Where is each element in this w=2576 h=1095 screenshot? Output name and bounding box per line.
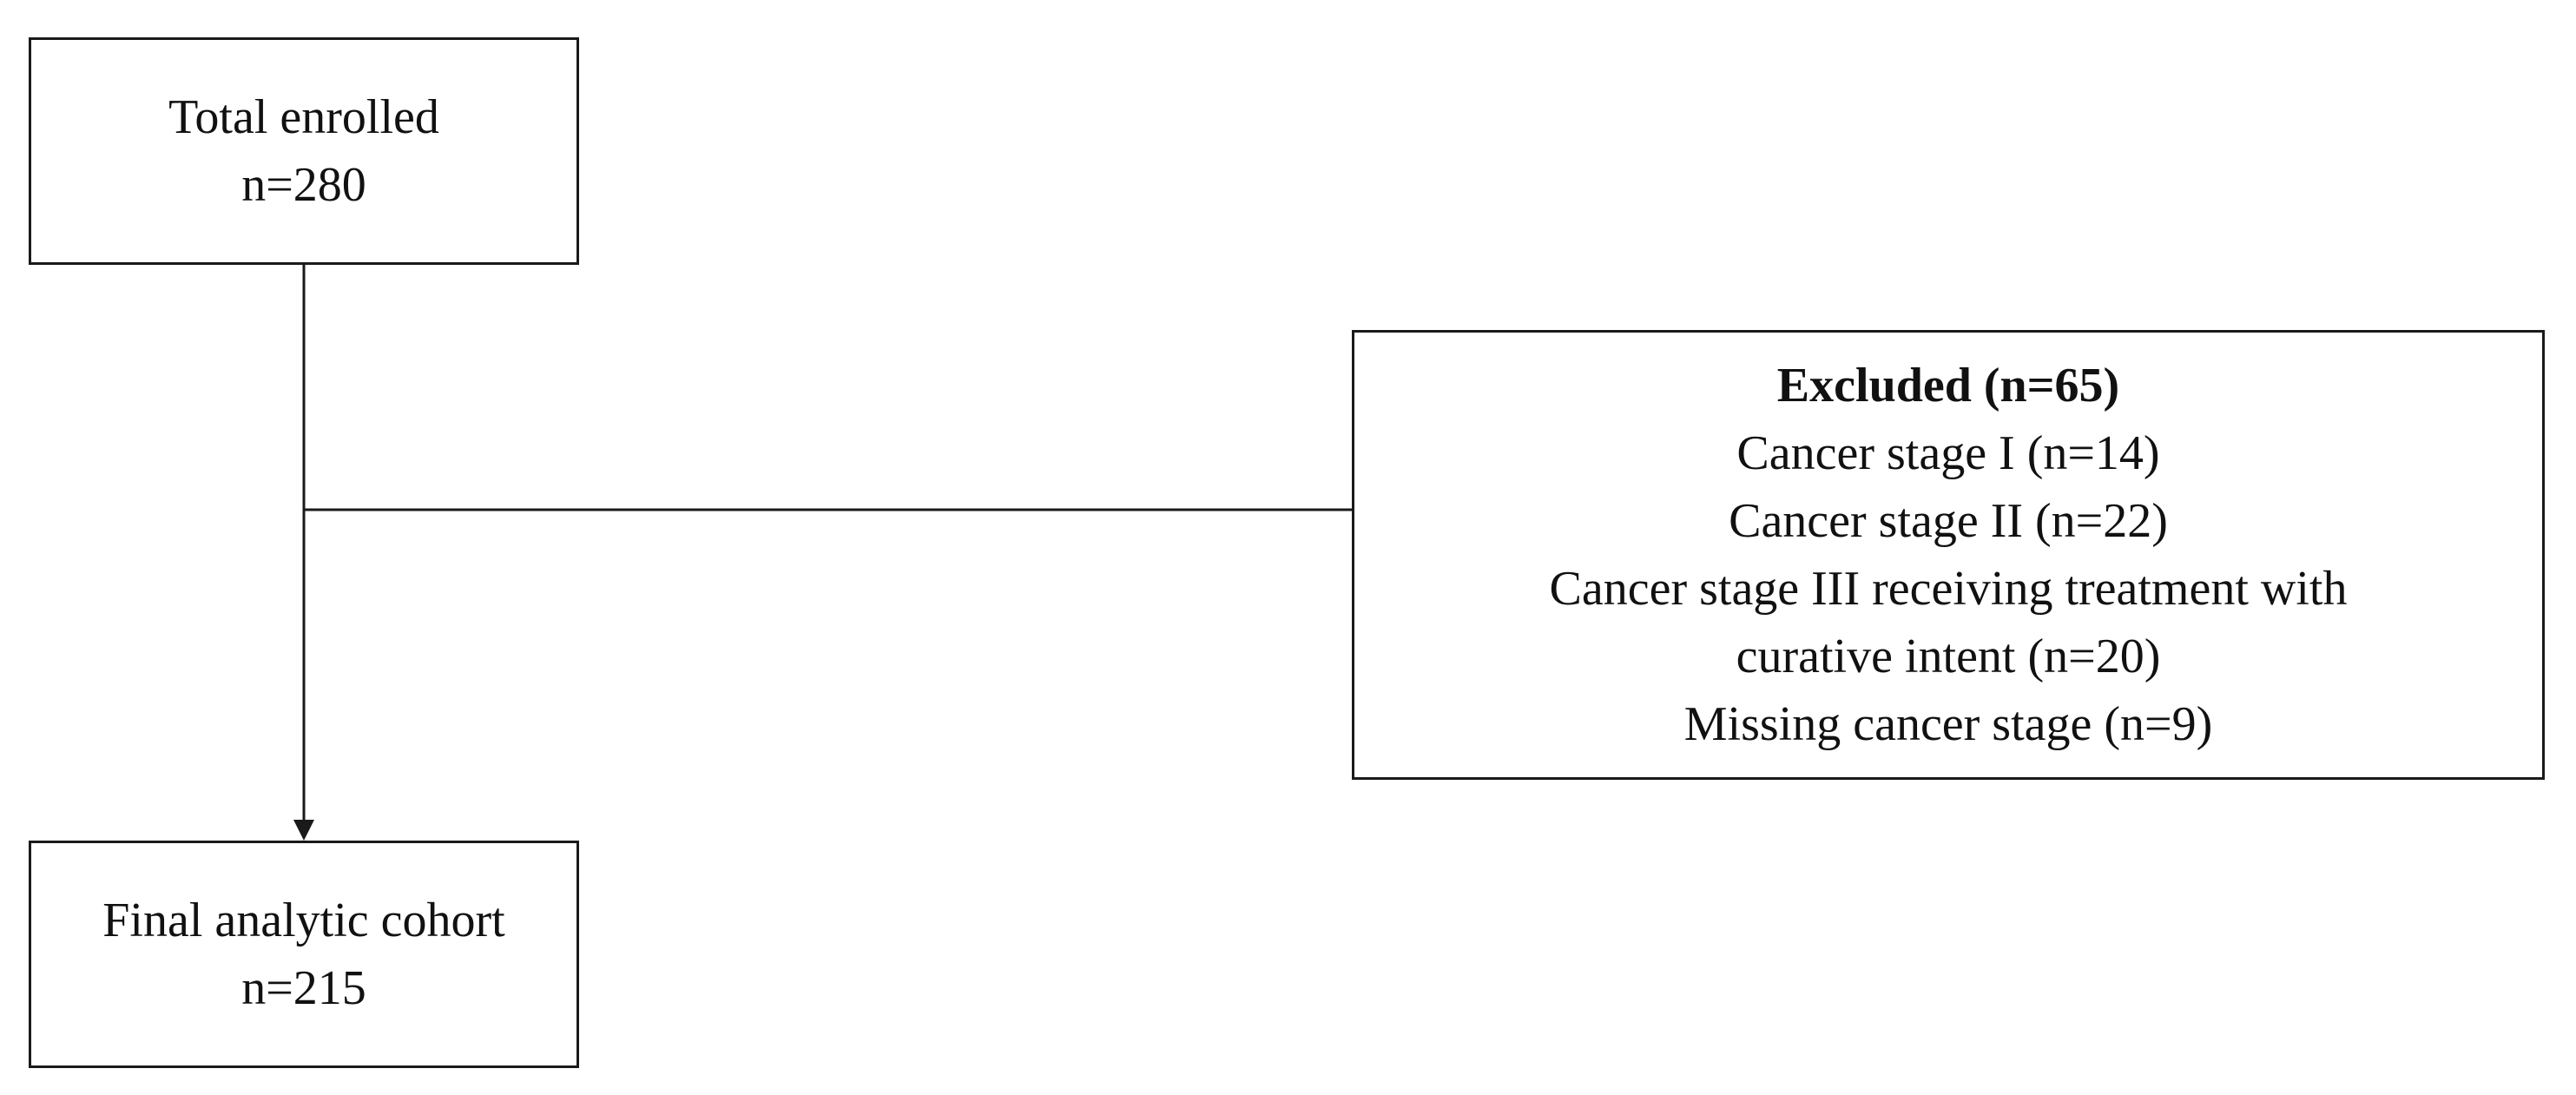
excluded-reason-stage-1: Cancer stage I (n=14) [1736,426,2160,480]
final-cohort-count: n=215 [241,961,366,1015]
excluded-reason-stage-3-line-2: curative intent (n=20) [1736,630,2161,683]
excluded-title: Excluded (n=65) [1776,359,2120,412]
excluded-reason-stage-2: Cancer stage II (n=22) [1729,494,2168,548]
excluded-box: Excluded (n=65) Cancer stage I (n=14) Ca… [1352,330,2545,780]
excluded-reason-stage-3-line-1: Cancer stage III receiving treatment wit… [1549,562,2348,616]
final-cohort-label: Final analytic cohort [102,894,505,947]
excluded-reason-missing-stage: Missing cancer stage (n=9) [1683,697,2213,751]
final-cohort-box: Final analytic cohort n=215 [29,841,579,1068]
total-enrolled-label: Total enrolled [168,90,439,144]
down-arrowhead [293,820,314,841]
total-enrolled-box: Total enrolled n=280 [29,37,579,265]
total-enrolled-count: n=280 [241,158,366,212]
